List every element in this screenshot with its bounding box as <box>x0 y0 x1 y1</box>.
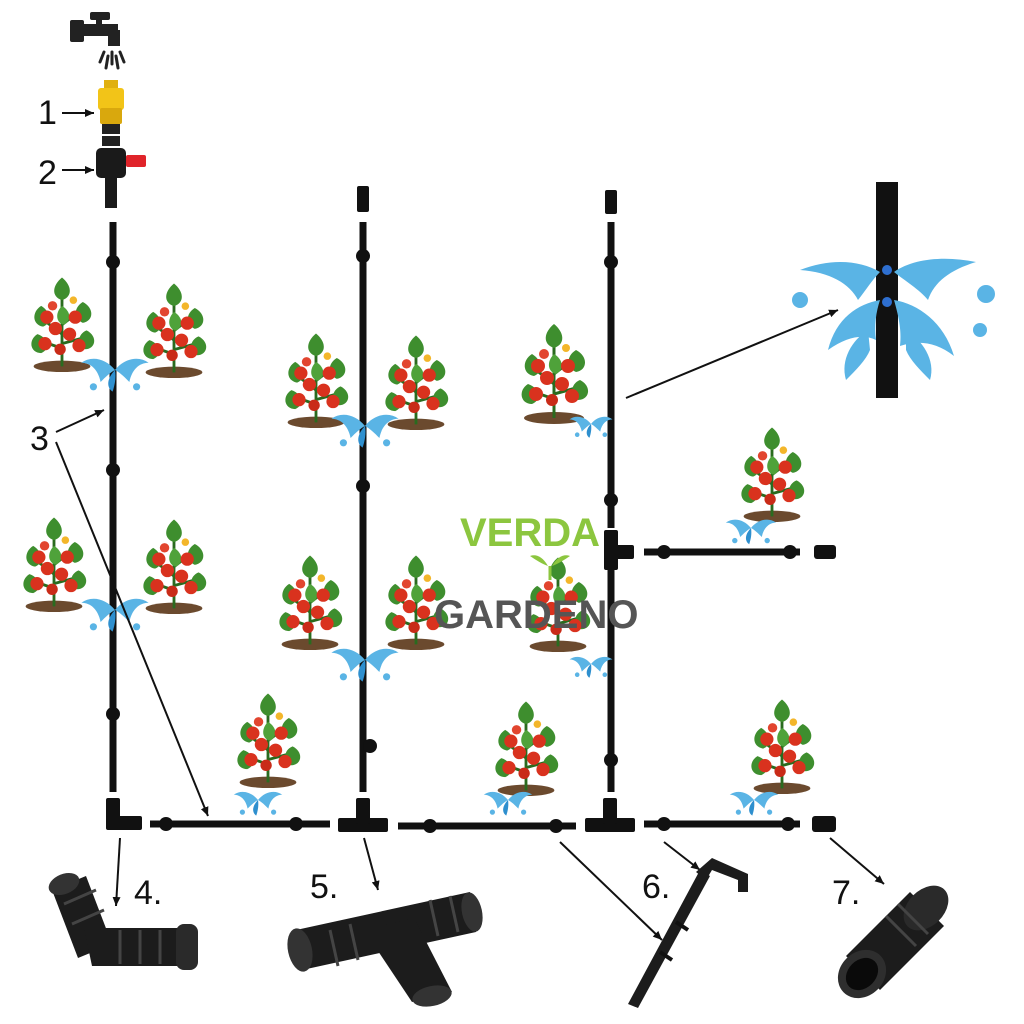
verda-gardeno-logo: VERDA GARDENO <box>434 511 638 637</box>
tee-connector-small <box>338 530 635 832</box>
callout-2: 2 <box>38 154 57 192</box>
elbow-connector-small <box>106 798 142 830</box>
callout-7: 7. <box>832 874 860 912</box>
ground-stake-icon <box>628 858 748 1008</box>
tomato-plant-icon <box>21 276 816 796</box>
callout-5: 5. <box>310 868 338 906</box>
dripper-detail-icon <box>792 182 995 398</box>
ball-valve-icon <box>96 136 146 208</box>
logo-top-text: VERDA <box>460 511 600 555</box>
tap-adapter-icon <box>98 80 124 134</box>
faucet-icon <box>70 12 126 70</box>
elbow-connector-icon <box>48 872 198 970</box>
logo-bottom-text: GARDENO <box>434 593 638 637</box>
callout-6: 6. <box>642 868 670 906</box>
callout-3: 3 <box>30 420 49 458</box>
callout-4: 4. <box>134 874 162 912</box>
drip-pipe-network <box>109 222 800 830</box>
pipe-joints <box>106 249 797 833</box>
callout-1: 1 <box>38 94 57 132</box>
end-plug-icon <box>837 885 949 999</box>
tee-connector-icon <box>287 892 483 1007</box>
end-plug-icon <box>357 186 836 832</box>
